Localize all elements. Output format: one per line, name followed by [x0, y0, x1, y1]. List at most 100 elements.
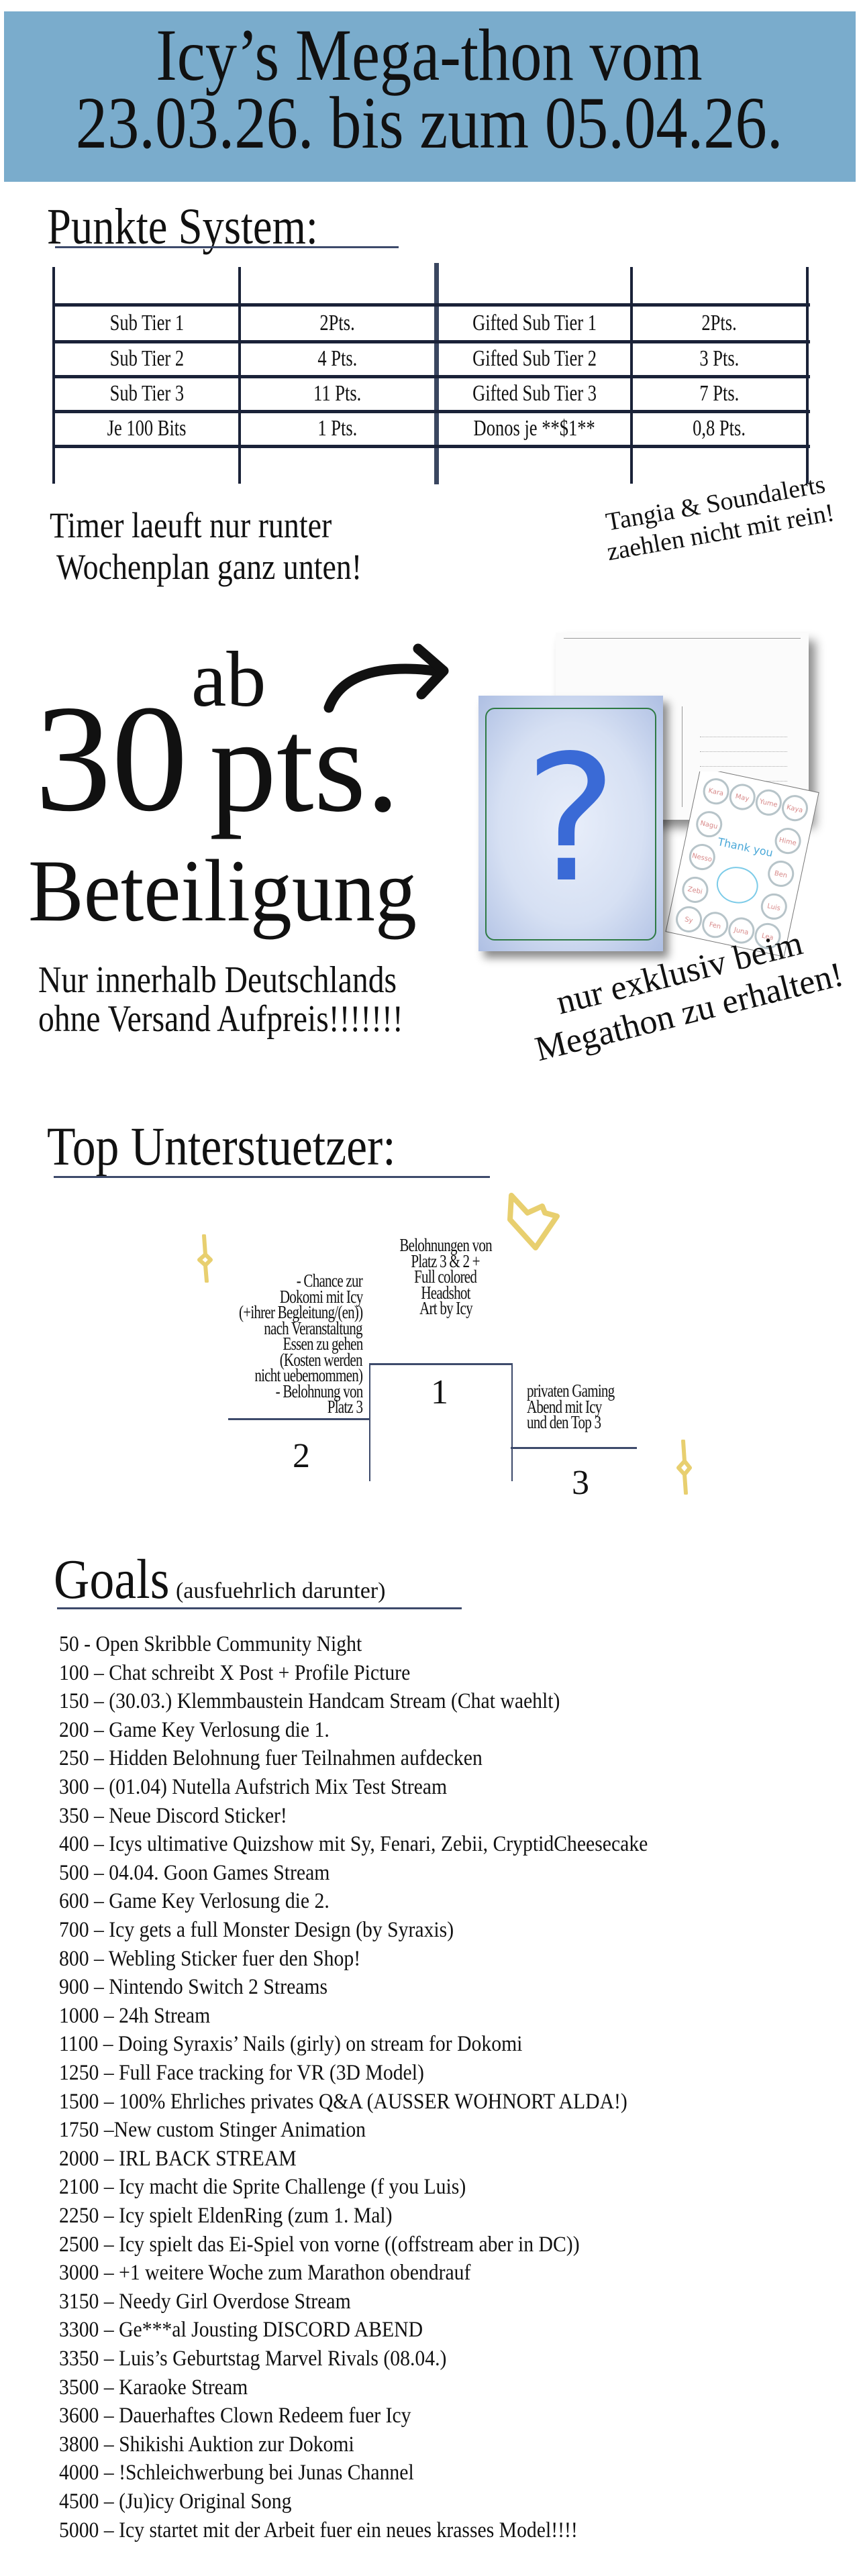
goals-subheading: (ausfuehrlich darunter) — [175, 1578, 386, 1603]
goal-item-text: 1100 – Doing Syraxis’ Nails (girly) on s… — [59, 2032, 523, 2057]
goal-item-text: 600 – Game Key Verlosung die 2. — [59, 1889, 330, 1914]
goal-item-text: 2500 – Icy spielt das Ei-Spiel von vorne… — [59, 2232, 580, 2257]
sticker-name: Nagu — [699, 820, 718, 830]
podium-place-1 — [369, 1363, 513, 1481]
table-cell: Sub Tier 1 — [109, 311, 184, 335]
goal-item-text: 500 – 04.04. Goon Games Stream — [59, 1860, 330, 1885]
goal-item-text: 350 – Neue Discord Sticker! — [59, 1803, 287, 1828]
top-supporters-underline — [54, 1176, 490, 1178]
goal-item: 800 – Webling Sticker fuer den Shop! — [59, 1945, 394, 1973]
table-border — [54, 340, 810, 343]
sticker-name: Kaya — [786, 804, 803, 814]
goal-item: 2250 – Icy spielt EldenRing (zum 1. Mal) — [59, 2202, 430, 2230]
goal-item: 100 – Chat schreibt X Post + Profile Pic… — [59, 1659, 449, 1687]
goal-item: 2100 – Icy macht die Sprite Challenge (f… — [59, 2173, 511, 2201]
place1-rewards: Belohnungen von Platz 3 & 2 + Full color… — [399, 1235, 492, 1318]
reward-unit: pts. — [209, 692, 400, 840]
goal-item-text: 250 – Hidden Belohnung fuer Teilnahmen a… — [59, 1746, 483, 1771]
goal-item-text: 3000 – +1 weitere Woche zum Marathon obe… — [59, 2261, 471, 2286]
goal-item: 3500 – Karaoke Stream — [59, 2373, 269, 2402]
crown-icon — [507, 1193, 560, 1250]
table-cell: 1 Pts. — [317, 416, 358, 441]
goal-item-text: 900 – Nintendo Switch 2 Streams — [59, 1975, 328, 2000]
table-border — [54, 303, 810, 307]
table-cell: Gifted Sub Tier 3 — [472, 381, 597, 406]
table-border — [54, 410, 810, 413]
goal-item: 4000 – !Schleichwerbung bei Junas Channe… — [59, 2459, 453, 2487]
points-table: Sub Tier 1 2Pts. Gifted Sub Tier 1 2Pts.… — [0, 0, 859, 510]
goal-item-text: 3800 – Shikishi Auktion zur Dokomi — [59, 2432, 354, 2457]
goal-item: 300 – (01.04) Nutella Aufstrich Mix Test… — [59, 1773, 490, 1801]
table-cell: Sub Tier 2 — [109, 346, 184, 371]
goal-item: 400 – Icys ultimative Quizshow mit Sy, F… — [59, 1830, 713, 1858]
goal-item-text: 200 – Game Key Verlosung die 1. — [59, 1717, 330, 1742]
goal-item-text: 3600 – Dauerhaftes Clown Redeem fuer Icy — [59, 2404, 411, 2428]
sticker-name: Juna — [733, 926, 750, 936]
shipping-note: Nur innerhalb Deutschlands ohne Versand … — [38, 959, 403, 1040]
goal-item-text: 150 – (30.03.) Klemmbaustein Handcam Str… — [59, 1689, 560, 1714]
table-cell: 7 Pts. — [699, 381, 740, 406]
goal-item-text: 3300 – Ge***al Jousting DISCORD ABEND — [59, 2318, 423, 2343]
goal-item-text: 5000 – Icy startet mit der Arbeit fuer e… — [59, 2518, 578, 2542]
place3-rewards: privaten Gaming Abend mit Icy und den To… — [527, 1381, 615, 1432]
question-mark-icon: ? — [524, 718, 617, 921]
goal-item-text: 2250 – Icy spielt EldenRing (zum 1. Mal) — [59, 2204, 393, 2228]
goal-item: 200 – Game Key Verlosung die 1. — [59, 1716, 360, 1744]
title-line-1: Icy’s Mega-thon vom — [156, 14, 703, 96]
table-divider — [434, 263, 439, 484]
sticker-name: Luis — [766, 902, 781, 912]
place2-rewards: - Chance zur Dokomi mit Icy (+ihrer Begl… — [238, 1271, 363, 1417]
goal-item: 1750 –New custom Stinger Animation — [59, 2116, 400, 2144]
goal-item-text: 4000 – !Schleichwerbung bei Junas Channe… — [59, 2461, 414, 2485]
goals-heading: Goals(ausfuehrlich darunter) — [54, 1548, 386, 1611]
sticker-name: Hime — [778, 837, 797, 847]
sparkle-icon — [197, 1234, 213, 1283]
goal-item-text: 700 – Icy gets a full Monster Design (by… — [59, 1918, 454, 1942]
goal-item-text: 2000 – IRL BACK STREAM — [59, 2146, 297, 2171]
goal-item-text: 800 – Webling Sticker fuer den Shop! — [59, 1946, 361, 1971]
reward-prefix: ab — [191, 635, 266, 723]
goal-item-text: 1750 –New custom Stinger Animation — [59, 2118, 366, 2143]
goal-item: 3350 – Luis’s Geburtstag Marvel Rivals (… — [59, 2345, 490, 2373]
goal-item: 150 – (30.03.) Klemmbaustein Handcam Str… — [59, 1687, 615, 1715]
table-cell: Sub Tier 3 — [109, 381, 184, 406]
table-cell: 0,8 Pts. — [693, 416, 746, 441]
table-cell: 2Pts. — [319, 311, 356, 335]
goal-item-text: 100 – Chat schreibt X Post + Profile Pic… — [59, 1660, 411, 1685]
goals-heading-underline — [57, 1607, 462, 1609]
table-cell: Donos je **$1** — [473, 416, 596, 441]
podium-place-2 — [228, 1418, 370, 1420]
place-1-number: 1 — [431, 1373, 448, 1411]
arrow-icon — [323, 643, 449, 713]
goal-item: 3000 – +1 weitere Woche zum Marathon obe… — [59, 2259, 517, 2287]
sticker-name: May — [735, 793, 750, 803]
sticker-name: Kara — [708, 787, 725, 797]
sticker-name: Zebi — [687, 885, 703, 896]
goal-item: 350 – Neue Discord Sticker! — [59, 1802, 313, 1830]
goal-item: 1250 – Full Face tracking for VR (3D Mod… — [59, 2059, 464, 2087]
table-cell: Gifted Sub Tier 2 — [472, 346, 597, 371]
podium-place-3 — [511, 1447, 637, 1449]
reward-amount: 30 — [35, 674, 188, 843]
goal-item: 500 – 04.04. Goon Games Stream — [59, 1859, 360, 1887]
goal-item: 2000 – IRL BACK STREAM — [59, 2145, 323, 2173]
goal-item: 250 – Hidden Belohnung fuer Teilnahmen a… — [59, 1744, 529, 1772]
top-supporters-heading: Top Unterstuetzer: — [47, 1116, 396, 1177]
goal-item: 4500 – (Ju)icy Original Song — [59, 2487, 317, 2516]
sparkle-icon — [676, 1440, 692, 1495]
goal-item: 600 – Game Key Verlosung die 2. — [59, 1887, 360, 1915]
goal-item: 1000 – 24h Stream — [59, 2002, 227, 2030]
timer-note: Timer laeuft nur runter Wochenplan ganz … — [50, 505, 362, 587]
goal-item: 700 – Icy gets a full Monster Design (by… — [59, 1916, 497, 1944]
table-cell: Je 100 Bits — [107, 416, 187, 441]
goal-item-text: 1500 – 100% Ehrliches privates Q&A (AUSS… — [59, 2089, 627, 2114]
points-heading: Punkte System: — [47, 199, 318, 255]
goal-item-text: 3500 – Karaoke Stream — [59, 2375, 248, 2400]
title-banner — [4, 11, 856, 182]
place-2-number: 2 — [293, 1437, 310, 1475]
table-cell: 2Pts. — [701, 311, 738, 335]
goal-item-text: 1000 – 24h Stream — [59, 2003, 211, 2028]
mystery-card-image: ? — [478, 696, 663, 951]
sticker-name: Fen — [709, 921, 722, 930]
sticker-name: Lea — [761, 932, 774, 942]
